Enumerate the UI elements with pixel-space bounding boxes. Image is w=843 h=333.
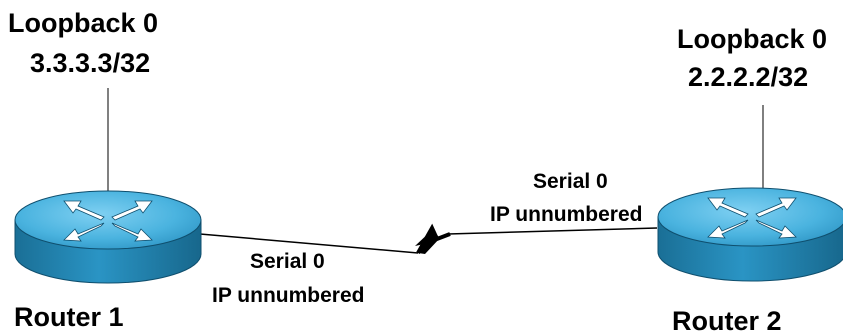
router1-loopback-label: Loopback 0 (8, 8, 158, 38)
router1-serial-label: Serial 0 (250, 250, 325, 273)
router2-serial-mode: IP unnumbered (490, 203, 642, 226)
router1-serial-mode: IP unnumbered (212, 284, 364, 307)
router1-name: Router 1 (14, 302, 124, 332)
router2-serial-label: Serial 0 (533, 170, 608, 193)
router1-loopback-address: 3.3.3.3/32 (30, 48, 150, 78)
router1-icon[interactable] (14, 190, 202, 284)
serial-link (199, 223, 658, 254)
router2-loopback-label: Loopback 0 (677, 24, 827, 54)
router2-name: Router 2 (672, 306, 782, 333)
router2-loopback-address: 2.2.2.2/32 (688, 62, 808, 92)
router2-icon[interactable] (657, 187, 843, 282)
